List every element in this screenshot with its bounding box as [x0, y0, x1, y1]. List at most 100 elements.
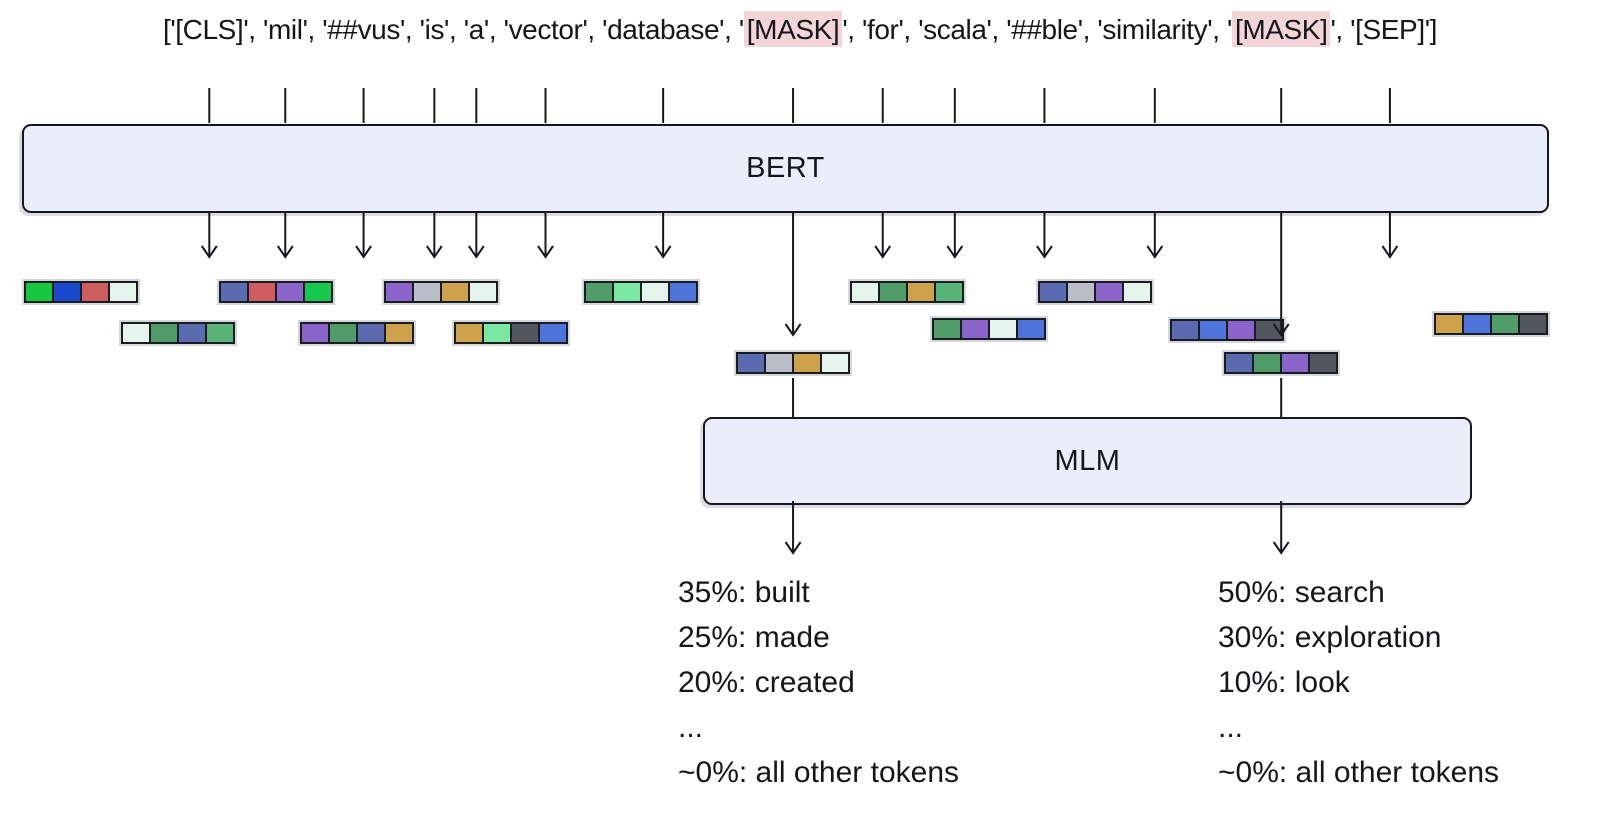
embedding-vector-a	[384, 281, 498, 303]
list-open-bracket: [	[162, 14, 171, 45]
token-text: a	[468, 14, 485, 45]
token: 'is'	[419, 14, 450, 45]
embedding-vector-mil	[121, 322, 235, 344]
embedding-cell	[205, 322, 235, 344]
arrowhead	[1146, 245, 1164, 259]
bert-label: BERT	[746, 152, 825, 184]
embedding-cell	[384, 281, 414, 303]
embedding-cell	[219, 281, 249, 303]
embedding-vector-vus	[219, 281, 333, 303]
embedding-cell	[640, 281, 670, 303]
token-text: scala	[923, 14, 987, 45]
embedding-cell	[792, 352, 822, 374]
arrowhead	[654, 245, 672, 259]
token-separator: ,	[724, 14, 739, 45]
token-separator: ,	[1335, 14, 1351, 45]
arrowhead	[784, 541, 802, 555]
token: 'similarity'	[1097, 14, 1212, 45]
token-quote: '	[842, 14, 848, 45]
token-quote: '	[1207, 14, 1213, 45]
prediction-line: 25%: made	[678, 621, 830, 654]
embedding-vector-database	[584, 281, 698, 303]
token: 'for'	[862, 14, 904, 45]
embedding-vector-ble	[1038, 281, 1152, 303]
token-text: [CLS]	[175, 14, 244, 45]
token-text: vector	[508, 14, 583, 45]
arrowhead	[784, 323, 802, 337]
token: 'a'	[464, 14, 489, 45]
token-separator: ,	[903, 14, 919, 45]
arrowhead	[200, 245, 218, 259]
embedding-cell	[906, 281, 936, 303]
embedding-vector-for	[850, 281, 964, 303]
embedding-cell	[584, 281, 614, 303]
embedding-cell	[356, 322, 386, 344]
embedding-vector-sep	[1434, 313, 1548, 335]
embedding-cell	[736, 352, 766, 374]
prediction-line: ~0%: all other tokens	[1218, 756, 1500, 789]
embedding-cell	[149, 322, 179, 344]
token-text: mil	[267, 14, 303, 45]
embedding-cell	[1226, 319, 1256, 341]
arrowhead	[355, 245, 372, 259]
token-quote: '	[322, 14, 328, 45]
token-text: [MASK]	[1231, 11, 1331, 47]
embedding-cell	[52, 281, 82, 303]
token-quote: '	[1350, 14, 1356, 45]
embedding-cell	[612, 281, 642, 303]
token-quote: '	[419, 14, 425, 45]
embedding-cell	[412, 281, 442, 303]
embedding-cell	[878, 281, 908, 303]
prediction-line: 10%: look	[1218, 666, 1350, 699]
embedding-cell	[668, 281, 698, 303]
embedding-cell	[384, 322, 414, 344]
arrowhead	[426, 245, 443, 259]
arrowhead	[276, 245, 294, 259]
token-separator: ,	[307, 14, 323, 45]
embedding-cell	[764, 352, 794, 374]
token-text: [MASK]	[743, 11, 843, 47]
token-text: [SEP]	[1355, 14, 1425, 45]
embedding-cell	[988, 318, 1018, 340]
arrowhead	[467, 245, 485, 259]
embedding-cell	[1280, 352, 1310, 374]
embedding-vector-cls	[24, 281, 138, 303]
embedding-cell	[1094, 281, 1124, 303]
embedding-cell	[80, 281, 110, 303]
embedding-cell	[934, 281, 964, 303]
token-quote: '	[302, 14, 308, 45]
token-text: ##ble	[1011, 14, 1078, 45]
arrowhead	[1272, 541, 1290, 555]
token-quote: '	[719, 14, 725, 45]
mlm-box: MLM	[703, 417, 1472, 505]
token-masked: '[MASK]'	[739, 11, 848, 47]
prediction-line: ...	[678, 711, 704, 744]
embedding-vector-scala	[932, 318, 1046, 340]
token-separator: ,	[1082, 14, 1098, 45]
prediction-line: 35%: built	[678, 576, 810, 609]
embedding-cell	[1066, 281, 1096, 303]
embedding-cell	[1462, 313, 1492, 335]
embedding-cell	[108, 281, 138, 303]
token-quote: '	[263, 14, 268, 45]
prediction-line: 50%: search	[1218, 576, 1385, 609]
embedding-vector-vector	[454, 322, 568, 344]
embedding-cell	[1224, 352, 1254, 374]
token-separator: ,	[404, 14, 420, 45]
token-quote: '	[463, 14, 469, 45]
token-masked: '[MASK]'	[1227, 11, 1336, 47]
token: '##vus'	[322, 14, 405, 45]
embedding-cell	[275, 281, 305, 303]
token: 'database'	[602, 14, 724, 45]
embedding-cell	[1016, 318, 1046, 340]
embedding-cell	[303, 281, 333, 303]
token-quote: '	[1006, 14, 1012, 45]
token-quote: '	[898, 14, 904, 45]
embedding-cell	[300, 322, 330, 344]
token-quote: '	[399, 14, 405, 45]
embedding-cell	[440, 281, 470, 303]
token-separator: ,	[449, 14, 464, 45]
token-separator: ,	[488, 14, 504, 45]
embedding-cell	[1170, 319, 1200, 341]
